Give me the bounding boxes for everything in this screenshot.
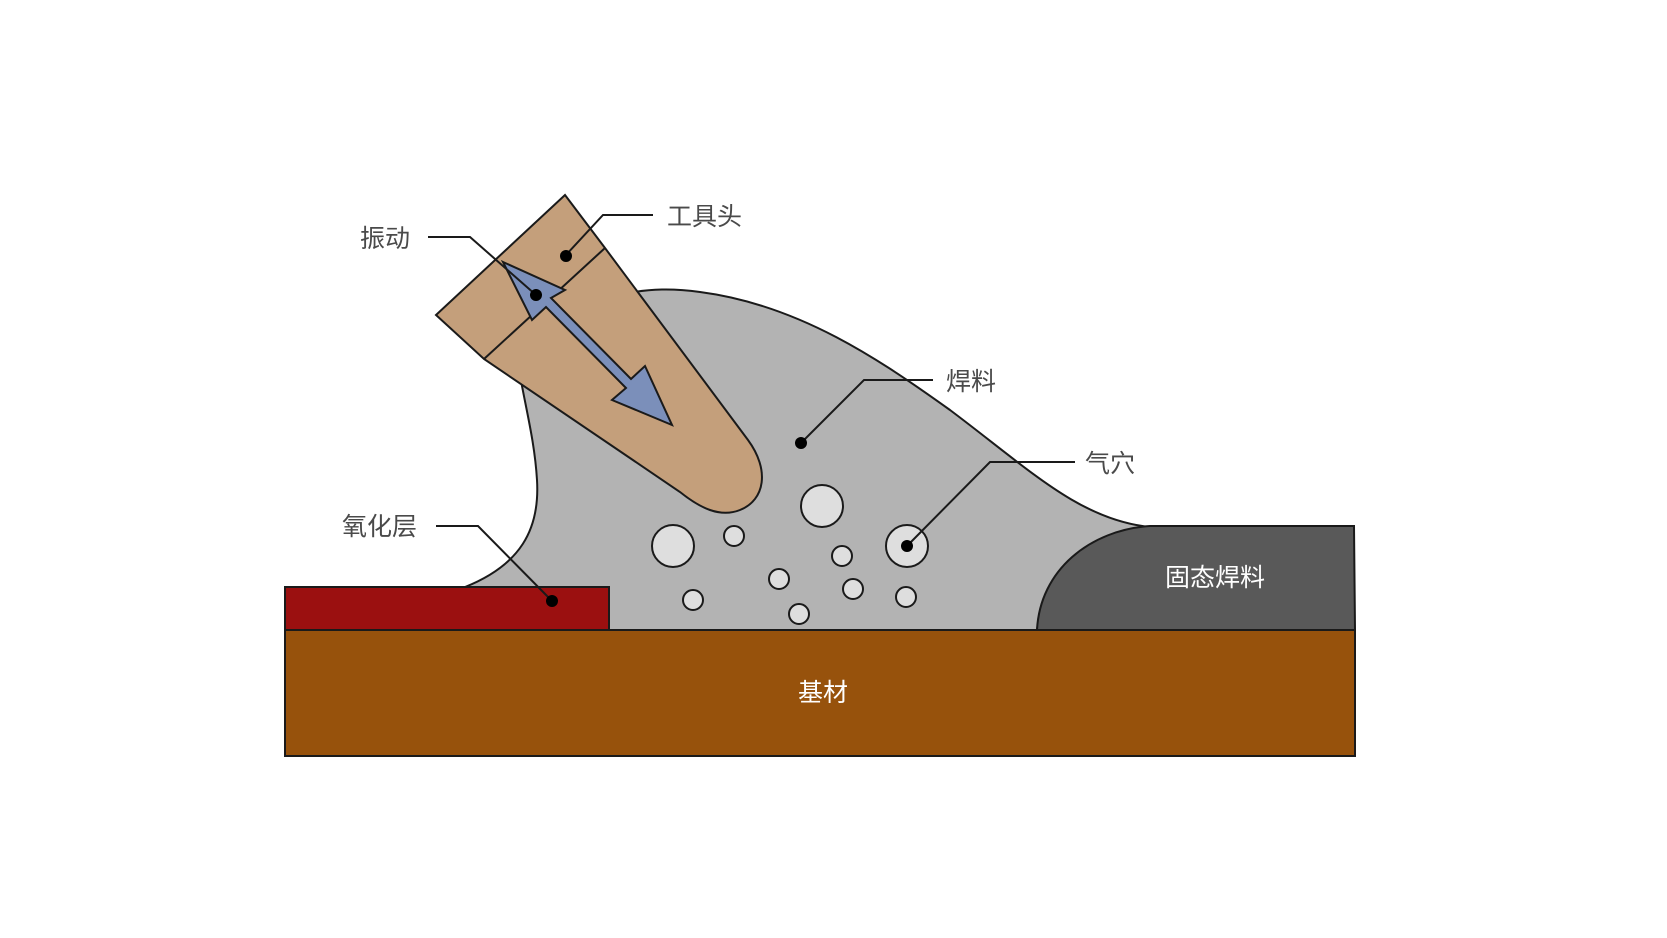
substrate — [284, 629, 1356, 757]
pore — [768, 568, 790, 590]
pore — [723, 525, 745, 547]
label-solid-solder: 固态焊料 — [1165, 563, 1265, 592]
pore — [800, 484, 844, 528]
pore — [895, 586, 917, 608]
pore — [788, 603, 810, 625]
label-vibration: 振动 — [360, 224, 410, 253]
anchor-dot-oxide-layer — [546, 595, 558, 607]
leader-tool-head — [564, 214, 653, 257]
pore — [831, 545, 853, 567]
pore — [682, 589, 704, 611]
label-tool-head: 工具头 — [667, 202, 742, 231]
anchor-dot-vibration — [530, 289, 542, 301]
solid-solder — [1035, 525, 1357, 631]
label-solder: 焊料 — [946, 367, 996, 396]
leader-solder — [800, 379, 933, 444]
pore — [651, 524, 695, 568]
vibration-arrow — [500, 259, 674, 427]
leader-vibration — [428, 236, 537, 296]
oxide-layer — [284, 586, 610, 631]
pore — [842, 578, 864, 600]
pores-group — [651, 484, 929, 625]
leader-oxide-layer — [436, 525, 553, 602]
label-pores: 气穴 — [1085, 449, 1135, 478]
label-substrate: 基材 — [798, 678, 848, 707]
anchor-dot-pores — [901, 540, 913, 552]
anchor-dot-tool-head — [560, 250, 572, 262]
leader-pores — [906, 461, 1075, 547]
label-oxide-layer: 氧化层 — [342, 512, 417, 541]
anchor-dot-solder — [795, 437, 807, 449]
